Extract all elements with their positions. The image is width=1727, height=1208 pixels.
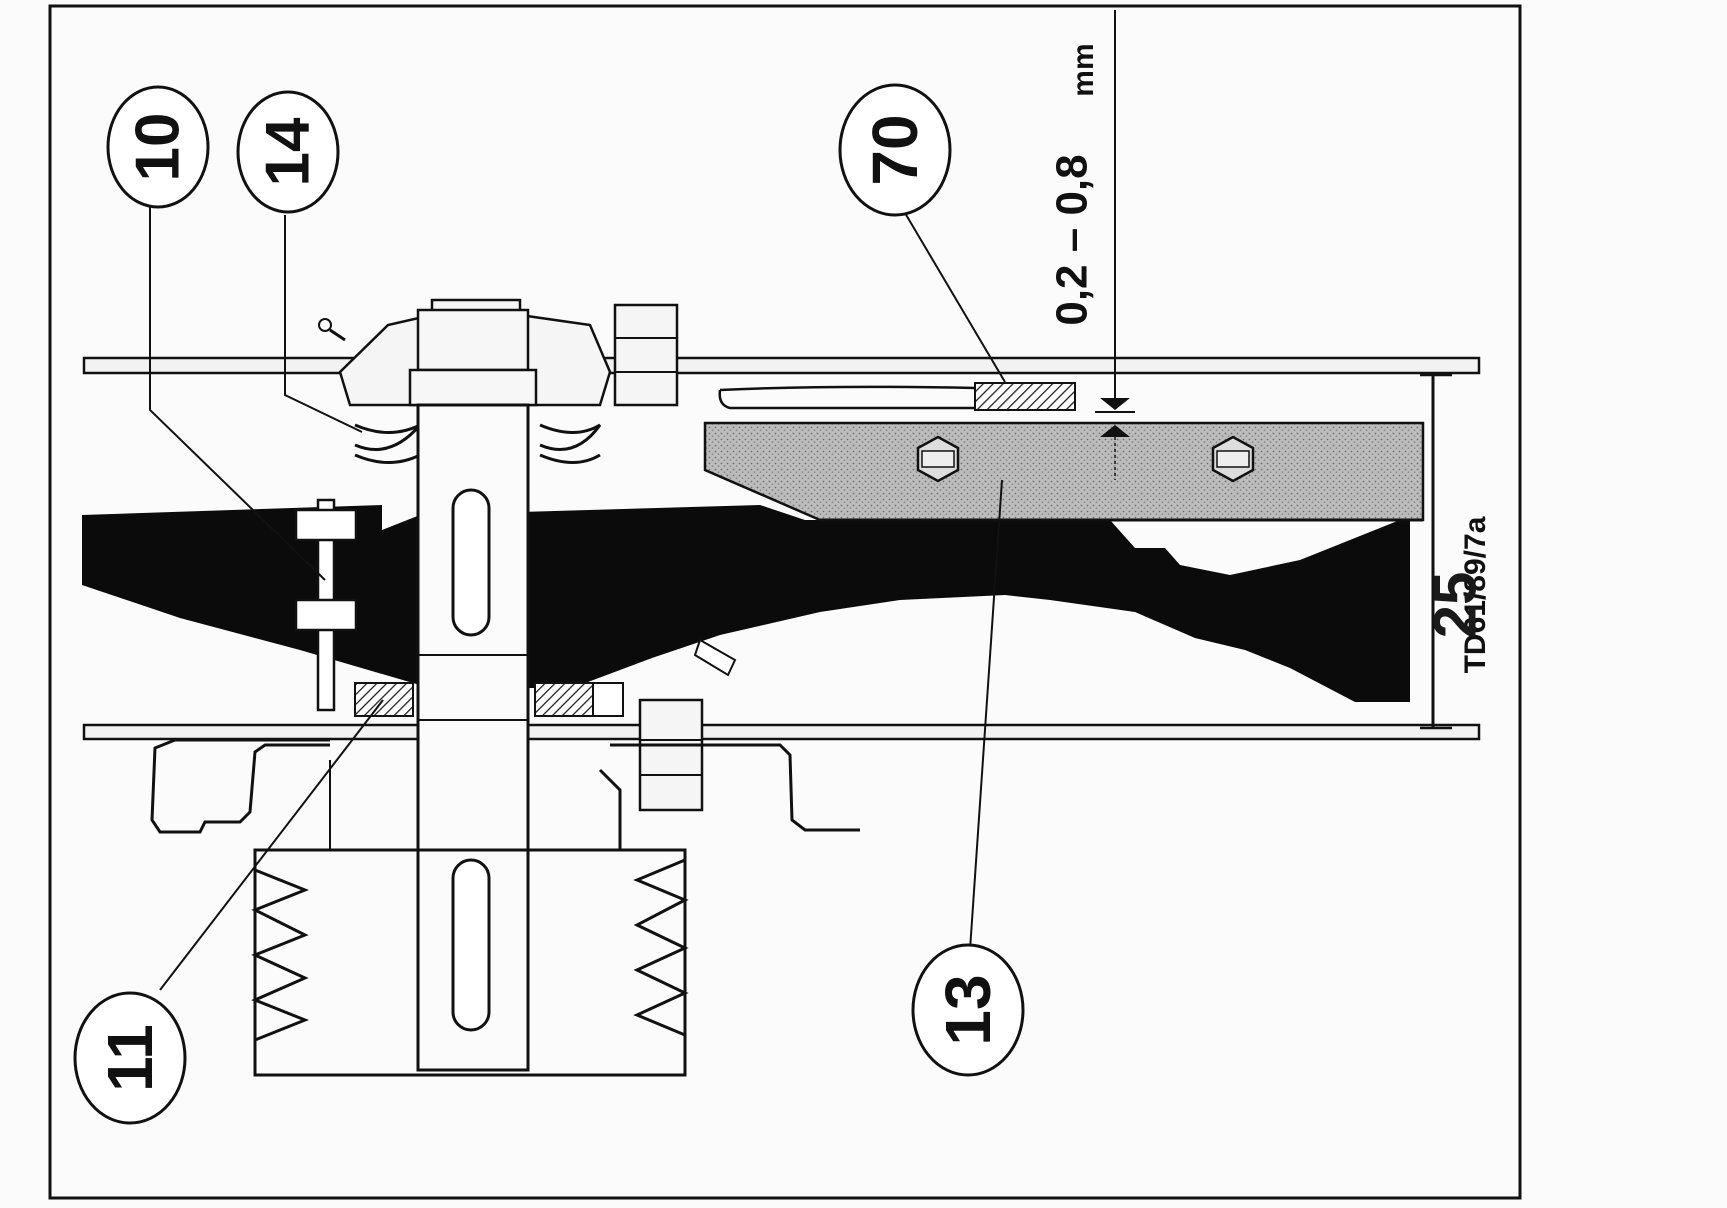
dimension-value: 0,2 – 0,8 xyxy=(1048,154,1097,325)
pulley-grooves-left xyxy=(251,868,310,1042)
cutter-body xyxy=(82,505,1410,702)
page-number: 25 xyxy=(1421,571,1489,639)
left-bracket xyxy=(150,738,330,834)
right-bracket xyxy=(610,743,860,832)
svg-text:70: 70 xyxy=(859,114,931,185)
callout-70: 70 xyxy=(838,83,952,217)
leader-lines xyxy=(149,193,1006,991)
dimension-unit: mm xyxy=(1067,43,1100,96)
stud-bolt xyxy=(294,498,358,712)
upper-bolt xyxy=(613,303,679,407)
blade-bolt-2 xyxy=(1211,435,1255,483)
upper-plate xyxy=(82,356,1481,375)
lower-plate xyxy=(82,723,1481,741)
grease-nipple-icon xyxy=(318,318,332,332)
dimension-arrow-bottom xyxy=(1100,425,1130,437)
lower-bolt xyxy=(638,698,704,812)
drawing-reference: TD61/89/7a xyxy=(1459,516,1492,673)
callout-11: 11 xyxy=(73,991,187,1125)
shaft-keyway-upper xyxy=(451,488,491,637)
blade-bolt-1 xyxy=(916,435,960,483)
seal-ring-right xyxy=(534,682,594,717)
svg-text:14: 14 xyxy=(254,117,323,186)
drive-shaft xyxy=(416,308,530,372)
svg-text:10: 10 xyxy=(124,113,193,182)
blade xyxy=(703,421,1425,522)
seal-ring-left xyxy=(354,682,414,717)
svg-text:11: 11 xyxy=(94,1024,166,1092)
callout-10: 10 xyxy=(106,85,210,209)
dimension-arrow-top xyxy=(1100,398,1130,410)
callout-14: 14 xyxy=(236,90,340,214)
callout-13: 13 xyxy=(911,943,1025,1077)
pulley-grooves-right xyxy=(633,858,689,1037)
wear-strip xyxy=(974,382,1076,411)
grease-fitting xyxy=(693,638,737,677)
svg-text:13: 13 xyxy=(932,974,1004,1045)
